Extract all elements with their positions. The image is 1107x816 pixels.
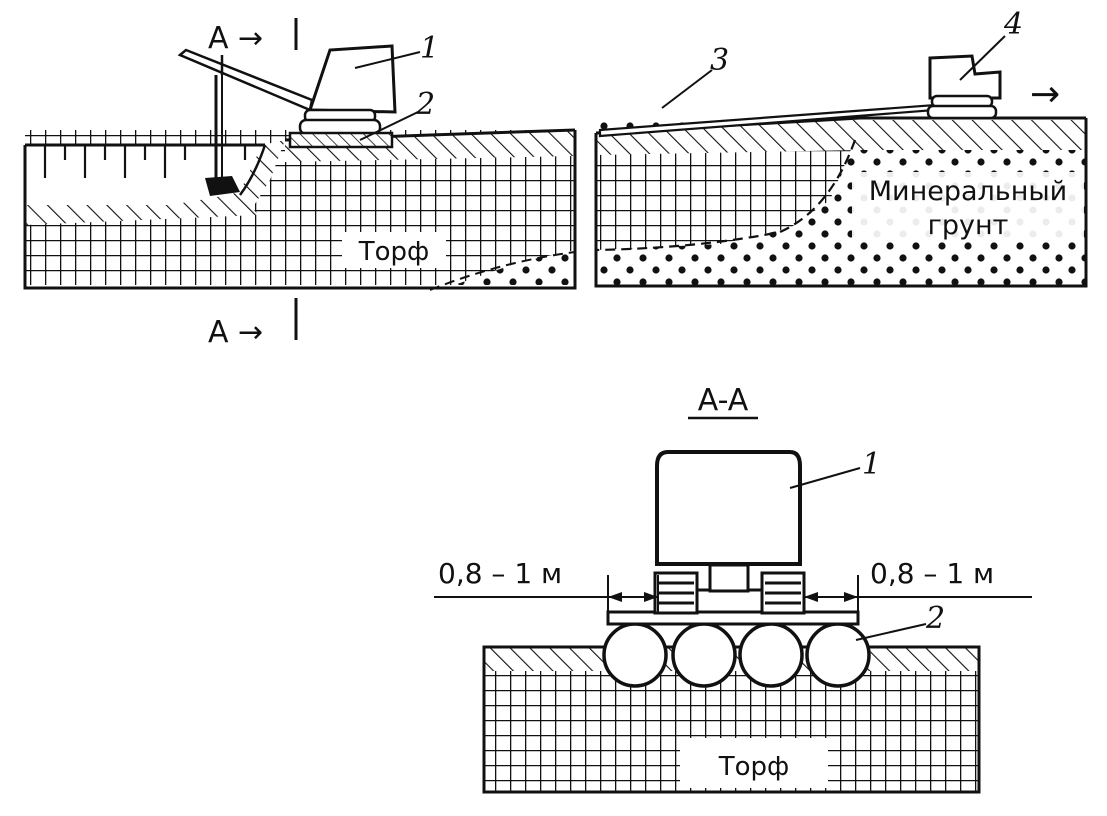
mineral-label-line1: Минеральный bbox=[869, 176, 1067, 207]
mat bbox=[288, 131, 394, 149]
cab bbox=[655, 450, 802, 566]
excavator-boom bbox=[177, 48, 314, 196]
dimension-right: 0,8 – 1 м bbox=[803, 557, 1032, 612]
callout-leader-section-2 bbox=[855, 623, 927, 641]
right-view: → 3 4 Минеральный грунт bbox=[594, 7, 1088, 288]
section-mark-top: A → bbox=[208, 18, 298, 56]
section-view: A-A Торф bbox=[434, 383, 1032, 794]
direction-arrow: → bbox=[1030, 74, 1060, 115]
dimension-left: 0,8 – 1 м bbox=[434, 557, 659, 612]
callout-cable: 3 bbox=[710, 43, 729, 78]
callout-tractor: 4 bbox=[1003, 7, 1023, 42]
peat-label-box bbox=[342, 232, 446, 268]
water-ticks bbox=[43, 145, 247, 178]
logs bbox=[602, 622, 871, 688]
callout-leader-2 bbox=[359, 111, 419, 141]
callout-mat: 2 bbox=[415, 87, 435, 122]
right-soil-section bbox=[596, 120, 1086, 285]
left-soil-section bbox=[25, 130, 575, 285]
left-track bbox=[653, 571, 699, 615]
peat-label-section: Торф bbox=[718, 752, 790, 782]
mineral-label-line2: грунт bbox=[928, 210, 1009, 241]
peat-label-box-section bbox=[680, 738, 828, 788]
section-mark-bottom: A → bbox=[208, 298, 298, 350]
left-view: 1 2 Торф bbox=[23, 31, 577, 291]
callout-leader-4 bbox=[959, 35, 1006, 81]
callout-leader-1 bbox=[354, 51, 421, 69]
peat-label-left: Торф bbox=[358, 237, 430, 267]
callout-cab: 1 bbox=[862, 447, 881, 482]
right-track bbox=[760, 571, 806, 615]
section-mark-bottom-text: A → bbox=[208, 315, 263, 350]
section-mark-top-text: A → bbox=[208, 21, 263, 56]
base-plate bbox=[606, 610, 860, 626]
mineral-label-box bbox=[852, 172, 1084, 240]
section-title: A-A bbox=[698, 383, 749, 418]
dim-right-label: 0,8 – 1 м bbox=[870, 557, 994, 590]
callout-excavator: 1 bbox=[420, 31, 439, 66]
tractor bbox=[926, 54, 1002, 120]
callout-leader-3 bbox=[661, 69, 713, 109]
callout-leader-section-1 bbox=[789, 467, 861, 489]
callout-logs: 2 bbox=[925, 601, 945, 636]
turntable bbox=[708, 563, 750, 593]
excavator bbox=[298, 44, 397, 136]
undercarriage bbox=[695, 588, 764, 614]
dim-left-label: 0,8 – 1 м bbox=[438, 557, 562, 590]
